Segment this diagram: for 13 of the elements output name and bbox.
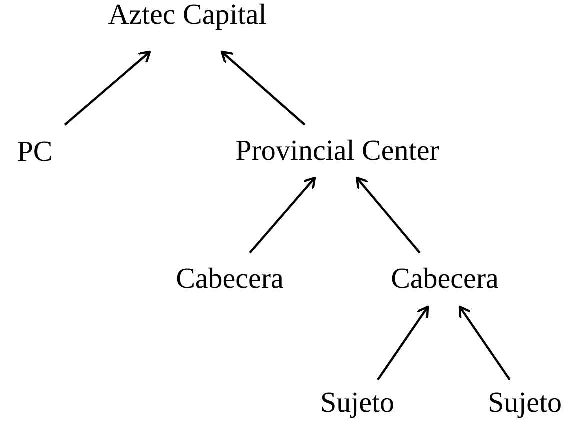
arrow [356, 176, 421, 254]
arrow [249, 176, 316, 254]
node-label: Provincial Center [236, 136, 440, 168]
node-label: Sujeto [320, 388, 395, 420]
arrow [377, 306, 430, 381]
arrow [220, 50, 306, 126]
arrow [64, 50, 152, 126]
node-label: Aztec Capital [108, 0, 267, 32]
arrow [458, 306, 511, 381]
node-label: Cabecera [176, 264, 284, 296]
node-label: Sujeto [488, 388, 562, 420]
node-label: PC [17, 136, 53, 168]
node-label: Cabecera [391, 264, 499, 296]
